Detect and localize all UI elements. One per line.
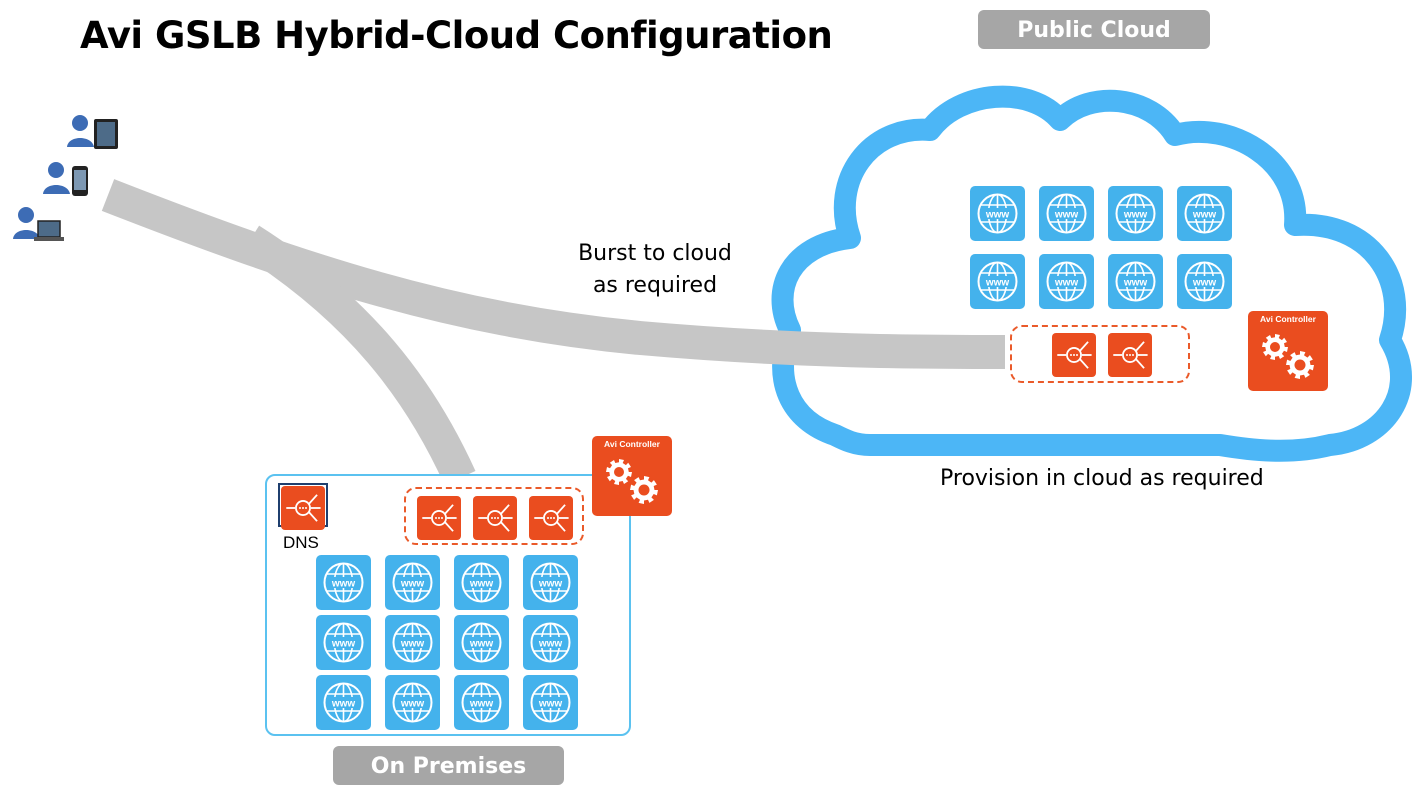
svg-text:www: www (985, 278, 1010, 289)
www-server-icon: www (316, 555, 371, 610)
cloud-controller-label: Avi Controller (1260, 314, 1316, 324)
svg-text:www: www (331, 639, 356, 650)
www-server-icon: www (523, 675, 578, 730)
www-server-icon: www (1108, 254, 1163, 309)
www-server-icon: www (1177, 254, 1232, 309)
svg-text:www: www (1123, 210, 1148, 221)
svg-text:www: www (469, 699, 494, 710)
www-server-icon: www (454, 615, 509, 670)
www-server-icon: www (523, 615, 578, 670)
www-server-icon: www (316, 615, 371, 670)
svg-text:www: www (331, 699, 356, 710)
svg-text:www: www (1192, 210, 1217, 221)
svg-text:www: www (1192, 278, 1217, 289)
load-balancer-icon (473, 496, 517, 540)
svg-text:www: www (469, 639, 494, 650)
public-cloud-label: Public Cloud (978, 10, 1210, 49)
on-premises-label: On Premises (333, 746, 564, 785)
www-server-icon: www (385, 615, 440, 670)
burst-annotation-line2: as required (592, 273, 718, 298)
user-laptop-icon (12, 205, 68, 250)
www-server-icon: www (1039, 254, 1094, 309)
burst-annotation-line1: Burst to cloud (578, 241, 732, 266)
svg-text:www: www (400, 579, 425, 590)
svg-text:www: www (400, 699, 425, 710)
dns-load-balancer-icon (281, 486, 325, 530)
svg-text:www: www (1054, 278, 1079, 289)
www-server-icon: www (1039, 186, 1094, 241)
onprem-avi-controller: Avi Controller (592, 436, 672, 516)
onprem-service-engine-group (404, 487, 584, 545)
www-server-icon: www (1177, 186, 1232, 241)
svg-text:www: www (985, 210, 1010, 221)
www-server-icon: www (454, 555, 509, 610)
www-server-icon: www (1108, 186, 1163, 241)
gears-icon (606, 459, 658, 504)
user-phone-icon (42, 160, 94, 205)
svg-text:www: www (331, 579, 356, 590)
www-server-icon: www (316, 675, 371, 730)
www-server-icon: www (454, 675, 509, 730)
cloud-avi-controller: Avi Controller (1248, 311, 1328, 391)
load-balancer-icon (529, 496, 573, 540)
www-server-icon: www (385, 675, 440, 730)
svg-text:www: www (1054, 210, 1079, 221)
onprem-controller-label: Avi Controller (604, 439, 660, 449)
www-server-icon: www (385, 555, 440, 610)
www-server-icon: www (970, 254, 1025, 309)
burst-annotation: Burst to cloud as required (560, 238, 750, 302)
page-title: Avi GSLB Hybrid-Cloud Configuration (80, 14, 833, 57)
www-server-icon: www (523, 555, 578, 610)
gears-icon (1262, 334, 1314, 379)
svg-text:www: www (538, 639, 563, 650)
load-balancer-icon (1052, 333, 1096, 377)
cloud-service-engine-group (1010, 325, 1190, 383)
svg-text:www: www (538, 699, 563, 710)
dns-label: DNS (283, 533, 319, 552)
svg-text:www: www (469, 579, 494, 590)
svg-text:www: www (538, 579, 563, 590)
onprem-traffic-path (240, 225, 476, 486)
user-tablet-icon (66, 113, 122, 158)
svg-text:www: www (400, 639, 425, 650)
load-balancer-icon (1108, 333, 1152, 377)
svg-text:www: www (1123, 278, 1148, 289)
www-server-icon: www (970, 186, 1025, 241)
load-balancer-icon (417, 496, 461, 540)
provision-annotation: Provision in cloud as required (940, 466, 1264, 491)
